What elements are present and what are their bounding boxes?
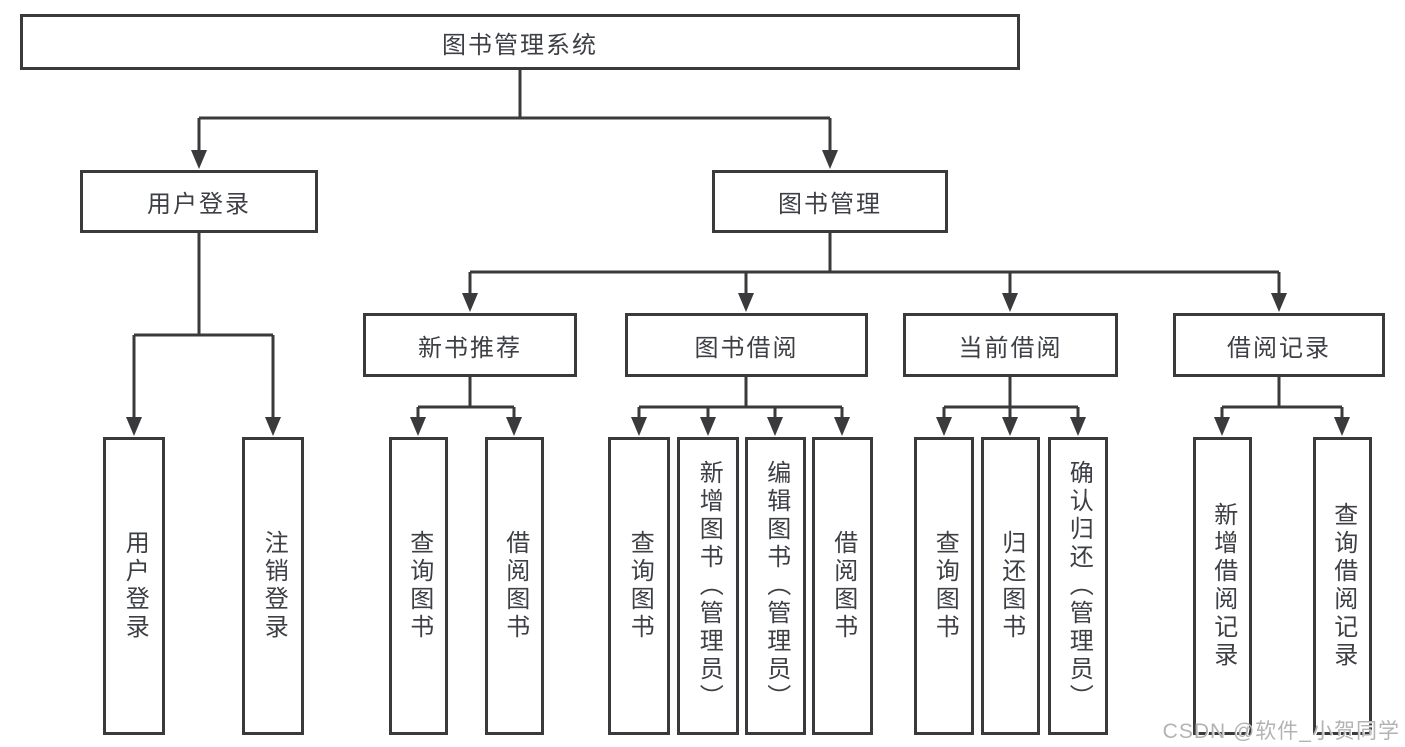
leaf-add-book-admin: 新增图书（管理员） — [677, 437, 739, 735]
node-user-login: 用户登录 — [80, 170, 318, 233]
leaf-confirm-return-admin: 确认归还（管理员） — [1048, 437, 1108, 735]
leaf-query-books-current: 查询图书 — [914, 437, 974, 735]
node-new-book-recommend: 新书推荐 — [363, 313, 577, 377]
node-current-borrow: 当前借阅 — [903, 313, 1118, 377]
leaf-user-login: 用户登录 — [103, 437, 165, 735]
arrowhead-icons — [126, 150, 1350, 436]
leaf-query-books-recommend: 查询图书 — [389, 437, 448, 735]
node-root-system: 图书管理系统 — [20, 14, 1020, 70]
leaf-query-borrow-record: 查询借阅记录 — [1313, 437, 1372, 735]
node-book-management: 图书管理 — [712, 170, 948, 233]
leaf-query-books-borrow: 查询图书 — [608, 437, 670, 735]
leaf-add-borrow-record: 新增借阅记录 — [1193, 437, 1252, 735]
leaf-borrow-books-borrow: 借阅图书 — [812, 437, 873, 735]
watermark: CSDN @软件_小贺同学 — [1162, 720, 1400, 743]
leaf-return-books: 归还图书 — [981, 437, 1040, 735]
node-borrow-records: 借阅记录 — [1173, 313, 1385, 377]
node-book-borrow: 图书借阅 — [625, 313, 868, 377]
leaf-borrow-books-recommend: 借阅图书 — [485, 437, 544, 735]
leaf-edit-book-admin: 编辑图书（管理员） — [745, 437, 806, 735]
leaf-logout: 注销登录 — [242, 437, 304, 735]
